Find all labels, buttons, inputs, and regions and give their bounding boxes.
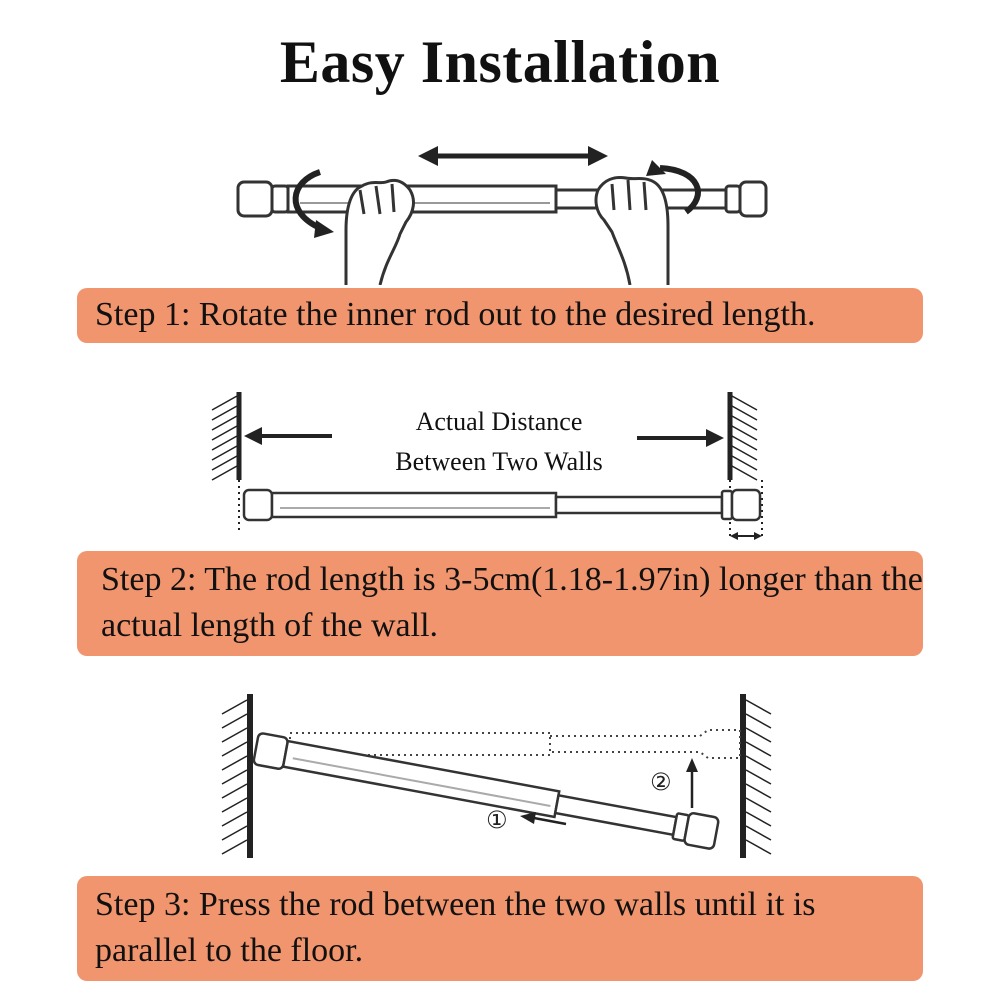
distance-label-line-2: Between Two Walls [395,447,603,476]
left-wall [221,694,253,858]
distance-label-line-1: Actual Distance [415,407,583,436]
tilted-rod [252,732,720,850]
rotate-right-icon [646,160,701,215]
step2-illustration [211,392,763,540]
wall-guide-lines [238,480,763,540]
rotate-left-icon [292,169,334,238]
left-hand-icon [344,178,415,285]
extend-double-arrow [418,146,608,166]
step-2-text: Step 2: The rod length is 3-5cm(1.18-1.9… [101,561,923,644]
step1-illustration [236,146,768,285]
extra-length-indicator [730,532,762,540]
step-2-box: Step 2: The rod length is 3-5cm(1.18-1.9… [77,551,923,656]
left-wall [211,392,242,481]
press-up-arrow [686,758,698,808]
step-marker-1: ① [486,806,508,834]
page-title: Easy Installation [279,29,721,95]
step-marker-2: ② [650,768,672,796]
step-3-text: Step 3: Press the rod between the two wa… [95,886,816,969]
right-wall [727,392,758,481]
tension-rod [242,488,762,522]
push-left-arrow [520,812,567,826]
step-1-box: Step 1: Rotate the inner rod out to the … [77,288,923,343]
distance-arrow-right [637,429,724,447]
distance-label: Actual Distance Between Two Walls [340,402,658,482]
distance-arrow-left [244,427,332,445]
step3-illustration: ① ② [221,694,772,858]
step-1-text: Step 1: Rotate the inner rod out to the … [95,296,816,333]
right-hand-icon [594,176,670,285]
right-wall [740,694,772,858]
step-3-box: Step 3: Press the rod between the two wa… [77,876,923,981]
